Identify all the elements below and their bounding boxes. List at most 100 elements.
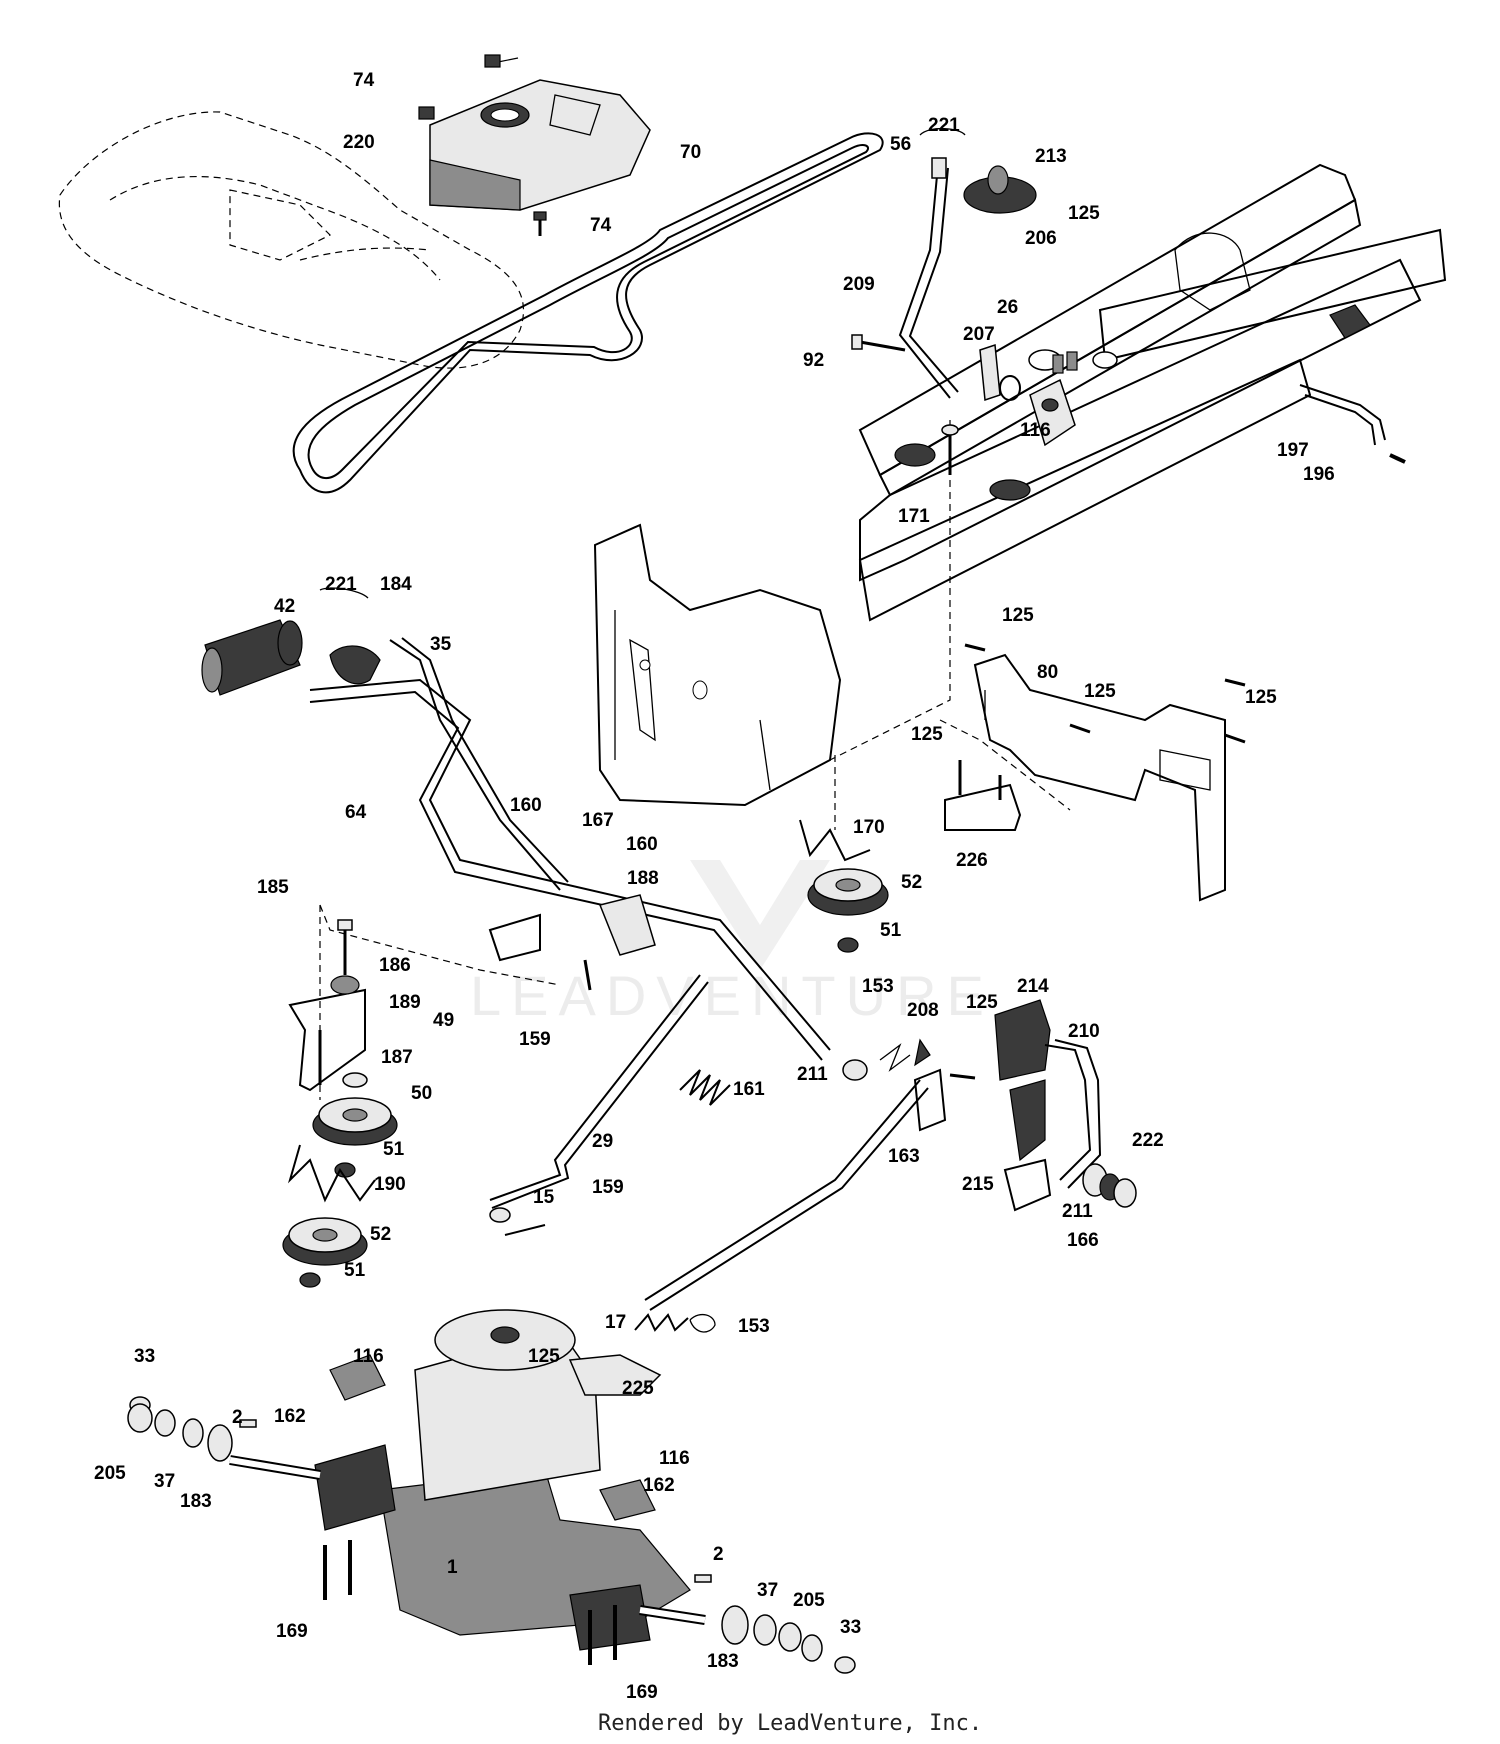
part-label-p29: 29 — [592, 1131, 613, 1152]
part-label-p33a: 33 — [134, 1346, 155, 1367]
part-label-p162b: 162 — [643, 1475, 675, 1496]
part-label-p166: 166 — [1067, 1230, 1099, 1251]
part-label-p221a: 221 — [928, 115, 960, 136]
bolt-92 — [851, 334, 906, 352]
part-label-p211b: 211 — [1062, 1201, 1093, 1222]
part-label-p190: 190 — [374, 1174, 406, 1195]
transaxle — [127, 1309, 856, 1674]
idler-pulley-50 — [312, 1097, 398, 1178]
main-frame — [593, 163, 1447, 807]
part-label-p125g: 125 — [528, 1346, 560, 1367]
part-label-p225: 225 — [622, 1378, 654, 1399]
part-label-p161: 161 — [733, 1079, 765, 1100]
rod-197 — [1299, 384, 1406, 464]
part-label-p205b: 205 — [793, 1590, 825, 1611]
part-label-p197: 197 — [1277, 440, 1309, 461]
rod-163 — [644, 1079, 929, 1311]
part-label-p211a: 211 — [797, 1064, 828, 1085]
part-label-p52a: 52 — [901, 872, 922, 893]
idler-pulley-top — [807, 868, 889, 953]
part-label-p208: 208 — [907, 1000, 939, 1021]
part-label-p169a: 169 — [276, 1621, 308, 1642]
part-label-p50: 50 — [411, 1083, 432, 1104]
watermark: LEADVENTURE — [470, 860, 994, 1027]
part-label-p42: 42 — [274, 596, 295, 617]
part-label-p125a: 125 — [1068, 203, 1100, 224]
part-label-p51c: 51 — [344, 1260, 366, 1281]
part-label-p209: 209 — [843, 274, 875, 295]
part-label-p215: 215 — [962, 1174, 994, 1195]
rod-29 — [489, 974, 709, 1236]
part-label-p207: 207 — [963, 324, 995, 345]
part-label-p1: 1 — [447, 1557, 458, 1578]
part-label-p51a: 51 — [880, 920, 902, 941]
part-label-p187: 187 — [381, 1047, 413, 1068]
part-label-p222: 222 — [1132, 1130, 1164, 1151]
part-label-p153b: 153 — [738, 1316, 770, 1337]
part-label-p116b: 116 — [353, 1346, 384, 1367]
bracket-80 — [973, 653, 1226, 902]
part-label-p153a: 153 — [862, 976, 894, 997]
part-label-p189: 189 — [389, 992, 421, 1013]
clip-153-lower — [689, 1313, 716, 1333]
part-label-p125b: 125 — [1002, 605, 1034, 626]
part-label-p26: 26 — [997, 297, 1018, 318]
part-label-p185: 185 — [257, 877, 289, 898]
part-label-p206: 206 — [1025, 228, 1057, 249]
part-label-p210: 210 — [1068, 1021, 1100, 1042]
pedal-assembly — [842, 999, 1102, 1212]
part-label-p125f: 125 — [966, 992, 998, 1013]
part-label-p171: 171 — [898, 506, 930, 527]
part-label-p125e: 125 — [911, 724, 943, 745]
dash-cover — [429, 79, 651, 211]
part-label-p2b: 2 — [713, 1544, 724, 1565]
part-label-p184: 184 — [380, 574, 412, 595]
steering-rod — [898, 127, 1037, 399]
part-label-p52b: 52 — [370, 1224, 391, 1245]
part-label-p51b: 51 — [383, 1139, 405, 1160]
part-label-p196: 196 — [1303, 464, 1335, 485]
part-label-p170: 170 — [853, 817, 885, 838]
part-label-p167: 167 — [582, 810, 614, 831]
part-label-p183a: 183 — [180, 1491, 212, 1512]
part-label-p17: 17 — [605, 1312, 626, 1333]
idler-pulley-52-left — [282, 1217, 368, 1288]
footer-credit: Rendered by LeadVenture, Inc. — [598, 1711, 982, 1736]
part-label-p33b: 33 — [840, 1617, 861, 1638]
part-label-p186: 186 — [379, 955, 411, 976]
part-label-p35: 35 — [430, 634, 452, 655]
spring-17 — [634, 1313, 689, 1332]
part-label-p205a: 205 — [94, 1463, 126, 1484]
part-label-p221b: 221 — [325, 574, 357, 595]
part-label-p183b: 183 — [707, 1651, 739, 1672]
bolt-171 — [941, 424, 959, 475]
part-label-p213: 213 — [1035, 146, 1067, 167]
lift-lever — [201, 587, 831, 1061]
part-label-p159b: 159 — [592, 1177, 624, 1198]
part-label-p80: 80 — [1037, 662, 1058, 683]
part-label-p92: 92 — [803, 350, 824, 371]
spring-170 — [799, 819, 871, 862]
part-label-p125d: 125 — [1245, 687, 1277, 708]
part-label-p160b: 160 — [626, 834, 658, 855]
part-label-p188: 188 — [627, 868, 659, 889]
part-label-p159a: 159 — [519, 1029, 551, 1050]
part-label-p220: 220 — [343, 132, 375, 153]
part-label-p116a: 116 — [1020, 420, 1051, 441]
part-label-p226: 226 — [956, 850, 988, 871]
part-label-p37b: 37 — [757, 1580, 778, 1601]
part-label-p74a: 74 — [353, 70, 375, 91]
spring-161 — [679, 1069, 731, 1106]
shift-parts — [488, 894, 656, 991]
part-label-p74b: 74 — [590, 215, 612, 236]
part-label-p15: 15 — [533, 1187, 555, 1208]
part-label-p56: 56 — [890, 134, 911, 155]
part-label-p162a: 162 — [274, 1406, 306, 1427]
drive-belt — [292, 132, 884, 494]
part-label-p64: 64 — [345, 802, 367, 823]
part-label-p49: 49 — [433, 1010, 454, 1031]
spring-190 — [287, 1144, 376, 1203]
watermark-text: LEADVENTURE — [470, 964, 994, 1027]
